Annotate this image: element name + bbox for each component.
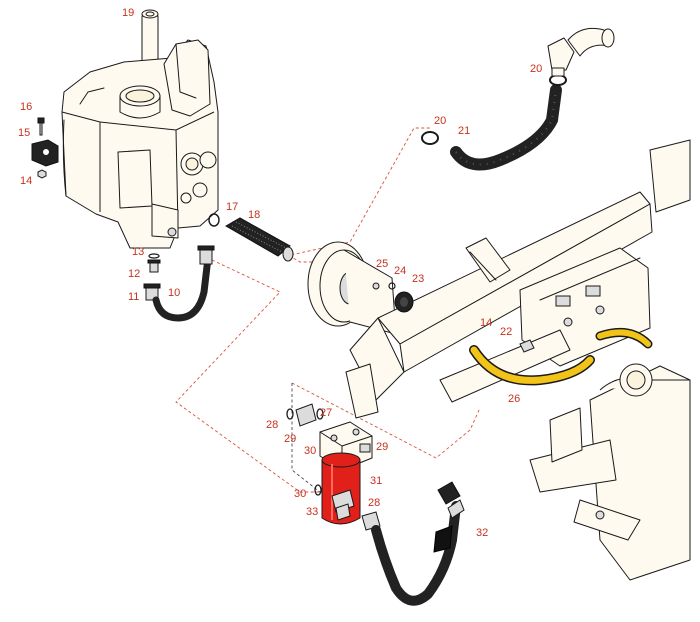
callout-13: 13 [132, 246, 144, 258]
callout-17: 17 [226, 201, 238, 213]
nut [372, 282, 380, 290]
callout-33: 33 [306, 506, 318, 518]
fitting [331, 489, 355, 521]
washer [388, 282, 396, 290]
callout-14-tank: 14 [20, 175, 32, 187]
callout-28-top: 28 [266, 419, 278, 431]
callout-24: 24 [394, 265, 406, 277]
callout-12: 12 [128, 268, 140, 280]
callout-16: 16 [20, 101, 32, 113]
hose [371, 481, 465, 606]
hose [152, 245, 215, 322]
chassis-frame [307, 139, 691, 581]
filter-assembly [286, 403, 465, 606]
callout-11: 11 [128, 291, 139, 303]
callout-20-left: 20 [434, 115, 446, 127]
callout-30-bottom: 30 [294, 488, 306, 500]
suction-strainer [224, 217, 294, 262]
callout-29-left: 29 [284, 433, 296, 445]
callout-14-frame: 14 [480, 317, 492, 329]
callout-28-bottom: 28 [368, 497, 380, 509]
fitting-elbow [143, 283, 161, 301]
o-ring [208, 213, 220, 227]
callout-30-top: 30 [304, 445, 316, 457]
callout-25: 25 [376, 258, 388, 270]
callout-22: 22 [500, 326, 512, 338]
leader-lines [175, 127, 481, 501]
o-ring [286, 408, 294, 420]
filter-element [321, 452, 361, 525]
callout-29-right: 29 [376, 441, 388, 453]
o-ring [314, 484, 322, 496]
o-ring [148, 253, 160, 259]
hose [469, 327, 653, 386]
nut [37, 169, 47, 179]
bolt [37, 117, 45, 136]
hydraulic-tank [61, 9, 219, 249]
hose-clamp [421, 131, 439, 145]
bolt [394, 291, 414, 313]
callout-32: 32 [476, 527, 488, 539]
callout-23: 23 [412, 273, 424, 285]
callout-26: 26 [508, 393, 520, 405]
o-ring [316, 408, 324, 420]
mount-bracket [31, 139, 59, 167]
callout-10: 10 [168, 287, 180, 299]
callout-15: 15 [18, 127, 30, 139]
callout-31: 31 [370, 475, 382, 487]
fitting [295, 403, 317, 427]
callout-18: 18 [248, 209, 260, 221]
fitting [547, 27, 615, 77]
hose-clamp [519, 339, 535, 353]
callout-27: 27 [320, 407, 332, 419]
callout-21: 21 [458, 125, 470, 137]
hose [450, 84, 562, 171]
callout-20-top: 20 [530, 63, 542, 75]
callout-labels: 19 16 15 14 17 18 13 12 11 10 20 20 21 2… [18, 7, 542, 539]
callout-19: 19 [122, 7, 134, 19]
fitting-straight [147, 259, 161, 273]
